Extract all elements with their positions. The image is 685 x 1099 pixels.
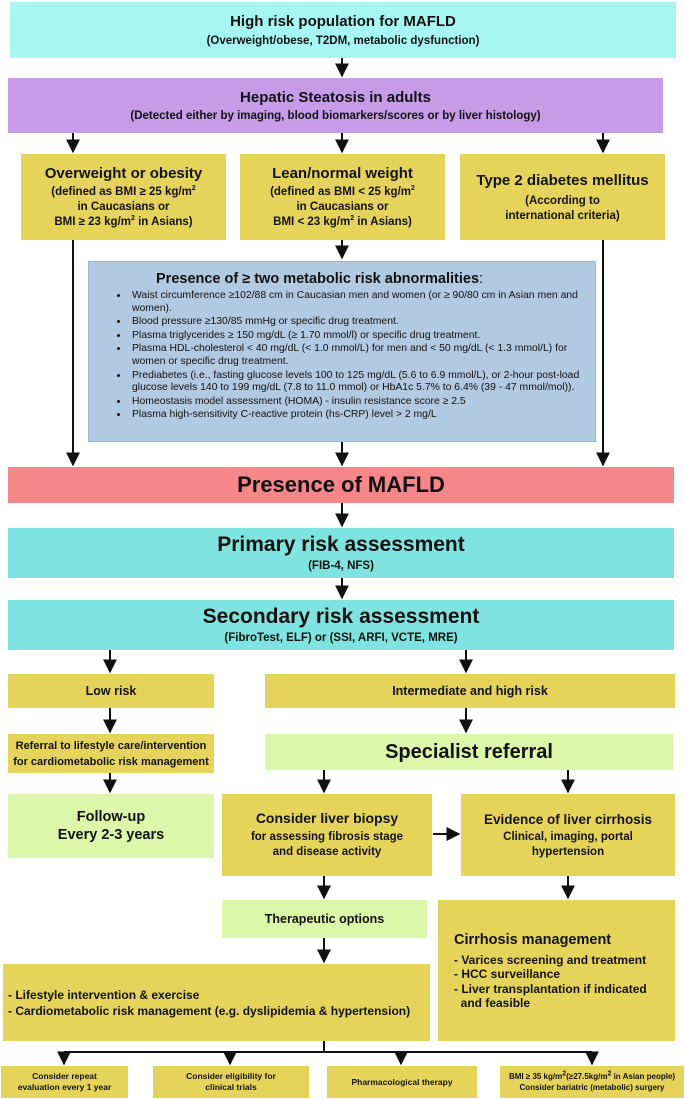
primary-subtitle: (FIB-4, NFS)	[308, 559, 374, 572]
specialist-box: Specialist referral	[265, 734, 673, 770]
lifestyle-referral-line1: Referral to lifestyle care/intervention	[15, 739, 207, 752]
cirrhosis-line2: hypertension	[531, 845, 605, 858]
cirrhosis-mgmt-item: - Varices screening and treatment	[454, 952, 647, 967]
cirrhosis-line1: Clinical, imaging, portal	[503, 830, 633, 843]
outcome-bariatric-line1: BMI ≥ 35 kg/m2(≥27.5kg/m2 in Asian peopl…	[508, 1070, 676, 1081]
criteria-item: Waist circumference ≥102/88 cm in Caucas…	[129, 290, 583, 315]
criteria-title: Presence of ≥ two metabolic risk abnorma…	[156, 271, 484, 287]
steatosis-box: Hepatic Steatosis in adults (Detected ei…	[8, 78, 663, 133]
lean-line2: in Caucasians or	[296, 201, 389, 213]
followup-line1: Follow-up	[76, 809, 146, 825]
primary-title: Primary risk assessment	[217, 532, 465, 556]
outcome-repeat-line1: Consider repeat	[32, 1071, 97, 1081]
outcome-repeat-box: Consider repeat evaluation every 1 year	[1, 1066, 128, 1098]
outcome-repeat-line2: evaluation every 1 year	[17, 1082, 112, 1092]
lifestyle-referral-box: Referral to lifestyle care/intervention …	[8, 734, 214, 773]
population-title: High risk population for MAFLD	[230, 12, 456, 30]
criteria-item: Plasma triglycerides ≥ 150 mg/dL (≥ 1.70…	[129, 330, 583, 343]
outcome-pharma-line1: Pharmacological therapy	[351, 1076, 453, 1087]
steatosis-subtitle: (Detected either by imaging, blood bioma…	[130, 109, 541, 122]
high-risk-box: Intermediate and high risk	[265, 674, 675, 708]
population-subtitle: (Overweight/obese, T2DM, metabolic dysfu…	[206, 34, 480, 47]
therapeutic-box: Therapeutic options	[222, 900, 427, 938]
t2dm-line1: (According to	[525, 194, 600, 207]
criteria-list: Waist circumference ≥102/88 cm in Caucas…	[89, 290, 583, 423]
criteria-item: Plasma high-sensitivity C-reactive prote…	[129, 409, 583, 422]
t2dm-line2: international criteria)	[505, 209, 620, 222]
outcome-bariatric-line2: Consider bariatric (metabolic) surgery	[519, 1083, 665, 1092]
secondary-title: Secondary risk assessment	[202, 604, 480, 628]
overweight-line2: in Caucasians or	[77, 201, 170, 213]
outcome-bariatric-box: BMI ≥ 35 kg/m2(≥27.5kg/m2 in Asian peopl…	[500, 1066, 684, 1098]
lean-line1: (defined as BMI < 25 kg/m2	[270, 185, 415, 198]
criteria-item: Homeostasis model assessment (HOMA) - in…	[129, 396, 583, 409]
overweight-line1: (defined as BMI ≥ 25 kg/m2	[51, 185, 196, 198]
outcome-pharma-box: Pharmacological therapy	[327, 1066, 477, 1098]
biopsy-box: Consider liver biopsy for assessing fibr…	[222, 794, 432, 876]
overweight-line3: BMI ≥ 23 kg/m2 in Asians)	[54, 215, 193, 228]
secondary-subtitle: (FibroTest, ELF) or (SSI, ARFI, VCTE, MR…	[224, 631, 458, 644]
t2dm-title: Type 2 diabetes mellitus	[476, 171, 649, 189]
cirrhosis-mgmt-item: and feasible	[454, 996, 531, 1010]
low-risk-box: Low risk	[8, 674, 214, 708]
lifestyle-referral-line2: for cardiometabolic risk management	[13, 755, 209, 768]
criteria-box: Presence of ≥ two metabolic risk abnorma…	[88, 261, 596, 442]
criteria-item: Plasma HDL-cholesterol < 40 mg/dL (< 1.0…	[129, 343, 583, 368]
steatosis-title: Hepatic Steatosis in adults	[240, 88, 431, 106]
primary-box: Primary risk assessment (FIB-4, NFS)	[8, 528, 674, 578]
biopsy-line1: for assessing fibrosis stage	[250, 831, 404, 843]
cirrhosis-mgmt-list: - Varices screening and treatment - HCC …	[454, 953, 647, 1011]
population-box: High risk population for MAFLD (Overweig…	[10, 2, 676, 58]
intervention-item: - Cardiometabolic risk management (e.g. …	[8, 1003, 411, 1018]
criteria-item: Blood pressure ≥130/85 mmHg or specific …	[129, 316, 583, 329]
followup-line2: Every 2-3 years	[57, 827, 165, 843]
high-risk-title: Intermediate and high risk	[392, 684, 548, 698]
cirrhosis-mgmt-item: - HCC surveillance	[454, 967, 561, 981]
lean-title: Lean/normal weight	[272, 165, 413, 182]
t2dm-box: Type 2 diabetes mellitus (According to i…	[460, 154, 665, 240]
secondary-box: Secondary risk assessment (FibroTest, EL…	[8, 600, 674, 650]
lean-line3: BMI < 23 kg/m2 in Asians)	[273, 215, 412, 228]
intervention-item: - Lifestyle intervention & exercise	[8, 987, 200, 1002]
biopsy-line2: and disease activity	[272, 846, 382, 858]
cirrhosis-title: Evidence of liver cirrhosis	[483, 811, 653, 827]
cirrhosis-mgmt-box: Cirrhosis management - Varices screening…	[438, 900, 675, 1041]
cirrhosis-mgmt-item: - Liver transplantation if indicated	[454, 981, 647, 996]
biopsy-title: Consider liver biopsy	[255, 810, 399, 826]
cirrhosis-box: Evidence of liver cirrhosis Clinical, im…	[461, 794, 675, 876]
outcome-trials-box: Consider eligibility for clinical trials	[153, 1066, 309, 1098]
interventions-box: - Lifestyle intervention & exercise - Ca…	[3, 964, 430, 1041]
mafld-box: Presence of MAFLD	[8, 467, 674, 503]
lean-box: Lean/normal weight (defined as BMI < 25 …	[240, 154, 445, 240]
cirrhosis-mgmt-title: Cirrhosis management	[454, 931, 612, 948]
followup-box: Follow-up Every 2-3 years	[8, 794, 214, 858]
overweight-title: Overweight or obesity	[44, 165, 203, 182]
outcome-trials-line1: Consider eligibility for	[186, 1071, 276, 1081]
low-risk-title: Low risk	[85, 684, 137, 698]
therapeutic-title: Therapeutic options	[264, 912, 385, 926]
specialist-title: Specialist referral	[385, 741, 553, 763]
mafld-title: Presence of MAFLD	[237, 472, 445, 497]
criteria-item: Prediabetes (i.e., fasting glucose level…	[129, 370, 583, 395]
overweight-box: Overweight or obesity (defined as BMI ≥ …	[21, 154, 226, 240]
outcome-trials-line2: clinical trials	[205, 1082, 257, 1092]
